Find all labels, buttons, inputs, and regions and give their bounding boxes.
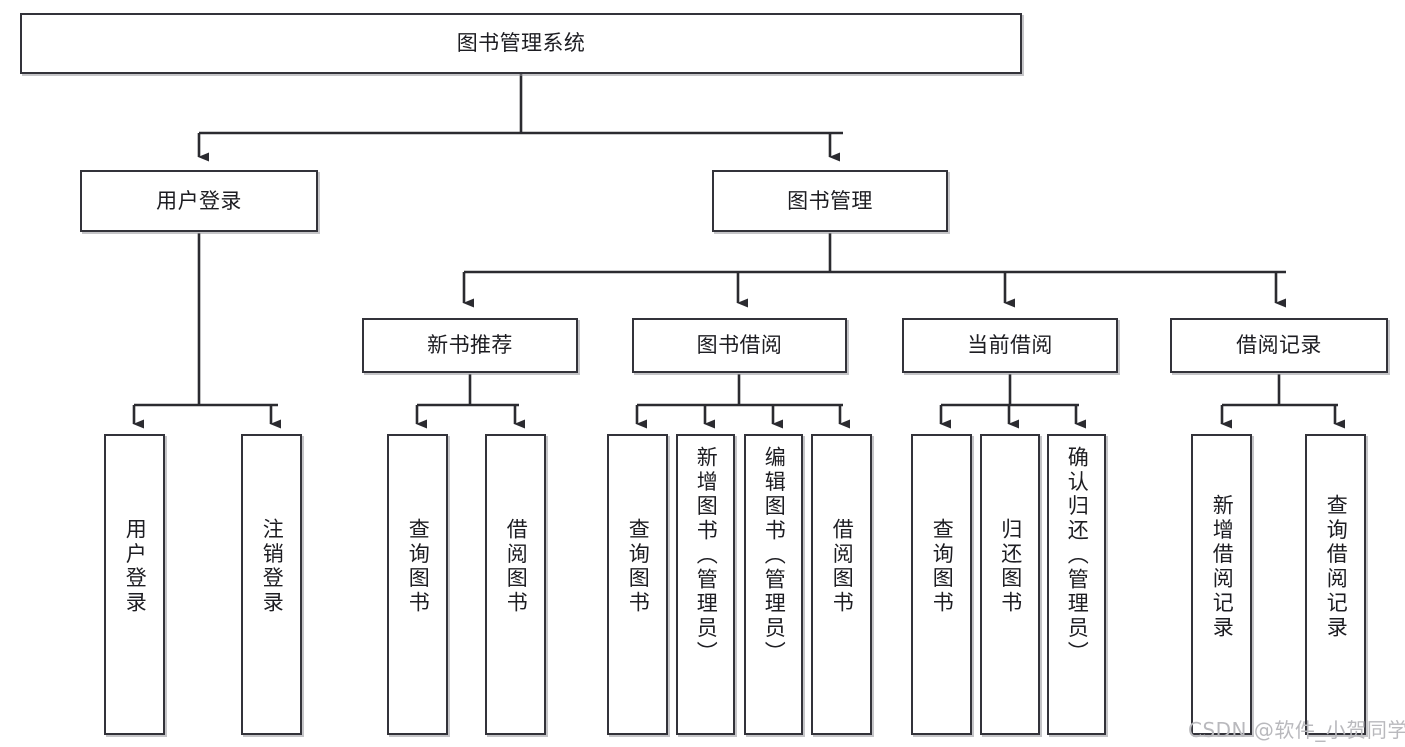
node-user-login-label: 用户登录 [156, 188, 242, 213]
node-borrow-record[interactable]: 借阅记录 [1170, 318, 1388, 373]
node-leaf-confirm-return[interactable]: 确认归还（管理员） [1047, 434, 1106, 735]
node-leaf-query-book-3[interactable]: 查询图书 [911, 434, 972, 735]
node-leaf-add-record-label: 新增借阅记录 [1210, 494, 1235, 641]
node-leaf-borrow-book-2[interactable]: 借阅图书 [811, 434, 872, 735]
node-current-borrow-label: 当前借阅 [967, 333, 1053, 358]
node-leaf-add-record[interactable]: 新增借阅记录 [1191, 434, 1252, 735]
node-new-book-recommend-label: 新书推荐 [427, 333, 513, 358]
node-leaf-add-book[interactable]: 新增图书（管理员） [676, 434, 735, 735]
node-user-login[interactable]: 用户登录 [80, 170, 318, 232]
node-leaf-borrow-book-1-label: 借阅图书 [504, 518, 529, 616]
node-leaf-user-login-label: 用户登录 [123, 518, 148, 616]
node-leaf-logout-login[interactable]: 注销登录 [241, 434, 302, 735]
node-new-book-recommend[interactable]: 新书推荐 [362, 318, 578, 373]
node-root-label: 图书管理系统 [456, 31, 586, 56]
node-book-borrow-label: 图书借阅 [696, 333, 783, 358]
node-leaf-logout-login-label: 注销登录 [260, 518, 285, 616]
node-leaf-add-book-label: 新增图书（管理员） [694, 446, 719, 666]
node-leaf-edit-book[interactable]: 编辑图书（管理员） [744, 434, 803, 735]
node-leaf-query-book-1-label: 查询图书 [406, 518, 431, 616]
node-leaf-query-book-3-label: 查询图书 [930, 518, 955, 616]
node-leaf-borrow-book-1[interactable]: 借阅图书 [485, 434, 546, 735]
node-leaf-user-login[interactable]: 用户登录 [104, 434, 165, 735]
node-leaf-query-book-2[interactable]: 查询图书 [607, 434, 668, 735]
node-book-borrow[interactable]: 图书借阅 [632, 318, 847, 373]
node-leaf-edit-book-label: 编辑图书（管理员） [762, 446, 787, 666]
node-root[interactable]: 图书管理系统 [20, 13, 1022, 74]
node-leaf-query-record-label: 查询借阅记录 [1324, 494, 1349, 641]
node-leaf-borrow-book-2-label: 借阅图书 [830, 518, 855, 616]
watermark: CSDN @软件_小贺同学 [1188, 718, 1405, 742]
node-leaf-return-book[interactable]: 归还图书 [980, 434, 1040, 735]
node-current-borrow[interactable]: 当前借阅 [902, 318, 1118, 373]
node-leaf-query-record[interactable]: 查询借阅记录 [1305, 434, 1366, 735]
node-leaf-query-book-2-label: 查询图书 [626, 518, 651, 616]
node-book-management[interactable]: 图书管理 [712, 170, 948, 232]
node-leaf-return-book-label: 归还图书 [998, 518, 1023, 616]
node-book-management-label: 图书管理 [787, 188, 873, 213]
node-leaf-confirm-return-label: 确认归还（管理员） [1065, 446, 1090, 666]
node-leaf-query-book-1[interactable]: 查询图书 [387, 434, 448, 735]
node-borrow-record-label: 借阅记录 [1236, 333, 1322, 358]
